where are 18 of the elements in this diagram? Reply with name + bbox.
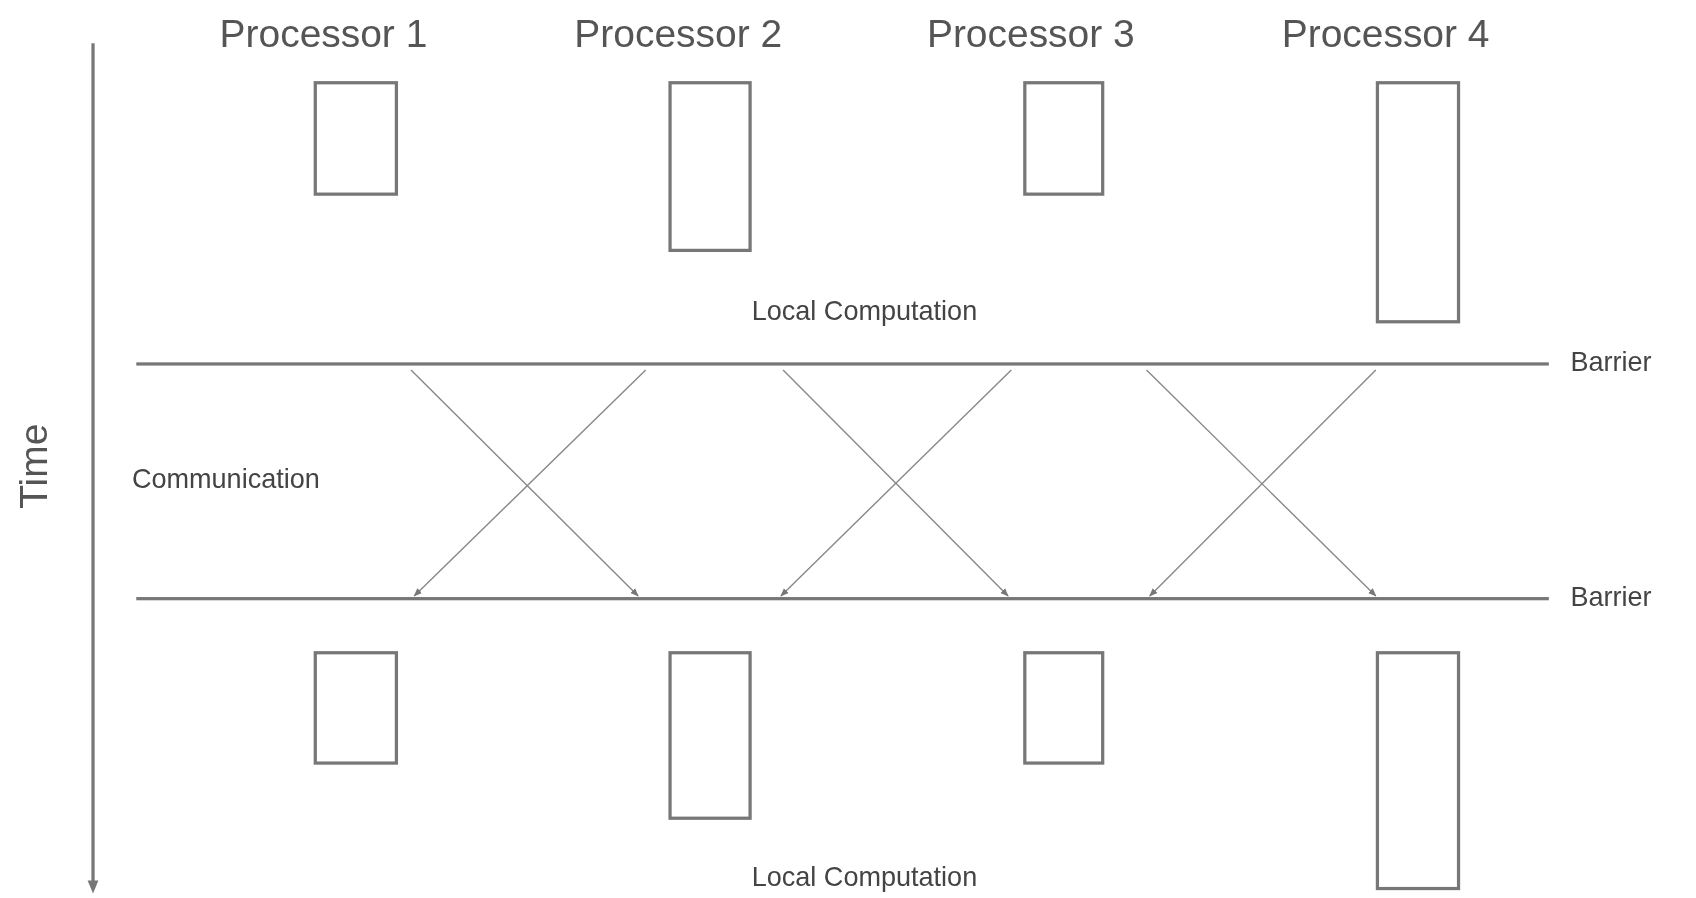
process-box (668, 651, 752, 820)
barrier-label: Barrier (1570, 580, 1652, 613)
process-box (1375, 81, 1461, 324)
process-box (1375, 651, 1461, 891)
phase-label: Local Computation (751, 295, 978, 327)
process-box (668, 81, 752, 252)
column-heading: Processor 3 (926, 10, 1135, 57)
axis-label: Time (11, 423, 57, 509)
process-box (313, 81, 399, 196)
column-heading: Processor 2 (574, 10, 783, 57)
phase-label: Local Computation (751, 860, 978, 893)
process-box (1023, 651, 1105, 765)
process-box (1023, 81, 1105, 196)
process-box (313, 651, 399, 765)
column-heading: Processor 4 (1281, 10, 1490, 57)
barrier-label: Barrier (1570, 346, 1652, 378)
phase-label: Communication (131, 462, 320, 495)
column-heading: Processor 1 (219, 10, 428, 57)
